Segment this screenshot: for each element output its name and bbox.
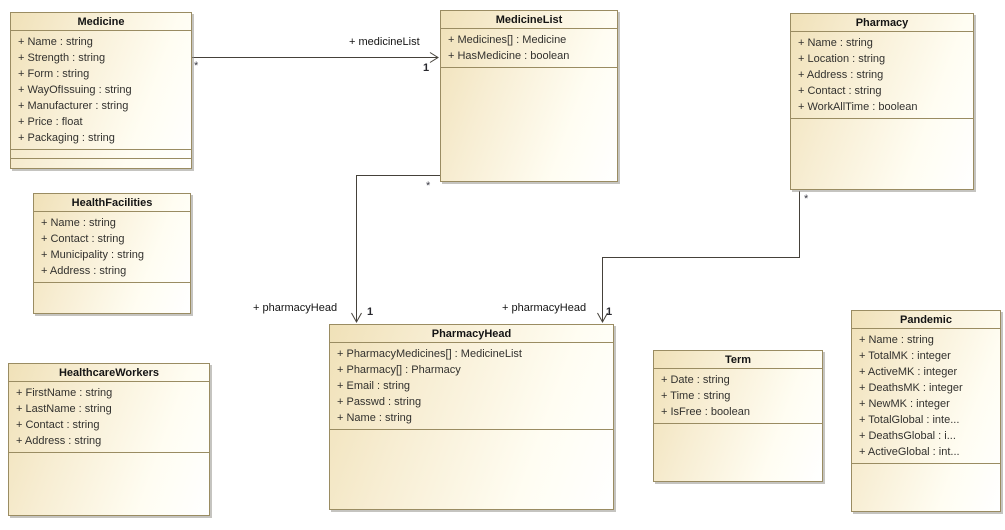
class-pandemic-attributes: + Name : string + TotalMK : integer + Acti… bbox=[852, 329, 1000, 464]
attribute-row: + Name : string bbox=[18, 36, 93, 48]
class-pharmacy-title: Pharmacy bbox=[791, 14, 973, 32]
attribute-row: + WayOfIssuing : string bbox=[18, 84, 132, 96]
association-medicinelist-pharmacyhead[interactable] bbox=[351, 175, 441, 324]
multiplicity-label: * bbox=[194, 60, 199, 72]
attribute-row: + Strength : string bbox=[18, 52, 106, 64]
attribute-row: + LastName : string bbox=[16, 403, 112, 415]
attribute-row: + FirstName : string bbox=[16, 387, 113, 399]
class-pharmacyhead-attributes: + PharmacyMedicines[] : MedicineList + Ph… bbox=[330, 343, 613, 430]
attribute-row: + Address : string bbox=[798, 69, 884, 81]
attribute-row: + TotalGlobal : inte... bbox=[859, 414, 960, 426]
attribute-row: + Name : string bbox=[337, 412, 412, 424]
attribute-row: + TotalMK : integer bbox=[859, 350, 951, 362]
operations-compartment bbox=[34, 283, 190, 313]
class-healthfacilities-attributes: + Name : string + Contact : string + Munic… bbox=[34, 212, 190, 283]
operations-compartment bbox=[852, 464, 1000, 511]
class-medicinelist-attributes: + Medicines[] : Medicine + HasMedicine : … bbox=[441, 29, 617, 68]
attribute-row: + ActiveMK : integer bbox=[859, 366, 958, 378]
class-healthcareworkers-attributes: + FirstName : string + LastName : string +… bbox=[9, 382, 209, 453]
attribute-row: + Municipality : string bbox=[41, 249, 145, 261]
class-medicine[interactable]: Medicine + Name : string + Strength : str… bbox=[10, 12, 192, 169]
operations-compartment bbox=[654, 424, 822, 481]
attribute-row: + Name : string bbox=[41, 217, 116, 229]
class-healthfacilities-title: HealthFacilities bbox=[34, 194, 190, 212]
attribute-row: + Location : string bbox=[798, 53, 886, 65]
operations-compartment bbox=[791, 119, 973, 189]
association-role-label: + pharmacyHead bbox=[253, 302, 338, 314]
attribute-row: + WorkAllTime : boolean bbox=[798, 101, 918, 113]
association-role-label: + medicineList bbox=[349, 36, 420, 48]
class-medicinelist-title: MedicineList bbox=[441, 11, 617, 29]
attribute-row: + HasMedicine : boolean bbox=[448, 50, 570, 62]
attribute-row: + Name : string bbox=[859, 334, 934, 346]
attribute-row: + Address : string bbox=[16, 435, 102, 447]
operations-compartment bbox=[9, 453, 209, 515]
multiplicity-label: 1 bbox=[423, 62, 430, 74]
multiplicity-label: * bbox=[426, 180, 431, 192]
attribute-row: + Manufacturer : string bbox=[18, 100, 129, 112]
class-medicinelist[interactable]: MedicineList + Medicines[] : Medicine + H… bbox=[440, 10, 618, 182]
class-healthfacilities[interactable]: HealthFacilities + Name : string + Contac… bbox=[33, 193, 191, 314]
class-term-attributes: + Date : string + Time : string + IsFree :… bbox=[654, 369, 822, 424]
attribute-row: + Name : string bbox=[798, 37, 873, 49]
attribute-row: + Contact : string bbox=[798, 85, 882, 97]
class-pandemic-title: Pandemic bbox=[852, 311, 1000, 329]
multiplicity-label: 1 bbox=[367, 306, 374, 318]
attribute-row: + Contact : string bbox=[41, 233, 125, 245]
attribute-row: + Pharmacy[] : Pharmacy bbox=[337, 364, 461, 376]
class-pharmacyhead[interactable]: PharmacyHead + PharmacyMedicines[] : Med… bbox=[329, 324, 614, 510]
class-healthcareworkers-title: HealthcareWorkers bbox=[9, 364, 209, 382]
attribute-row: + PharmacyMedicines[] : MedicineList bbox=[337, 348, 522, 360]
attribute-row: + DeathsMK : integer bbox=[859, 382, 963, 394]
class-pharmacy[interactable]: Pharmacy + Name : string + Location : str… bbox=[790, 13, 974, 190]
attribute-row: + Passwd : string bbox=[337, 396, 422, 408]
class-healthcareworkers[interactable]: HealthcareWorkers + FirstName : string+ … bbox=[8, 363, 210, 516]
operations-compartment bbox=[441, 68, 617, 181]
operations-compartment bbox=[11, 150, 191, 159]
attribute-row: + Price : float bbox=[18, 116, 83, 128]
attribute-row: + NewMK : integer bbox=[859, 398, 950, 410]
multiplicity-label: * bbox=[804, 193, 809, 205]
operations-compartment bbox=[330, 430, 613, 509]
class-medicine-attributes: + Name : string + Strength : string + Form… bbox=[11, 31, 191, 150]
attribute-row: + Address : string bbox=[41, 265, 127, 277]
multiplicity-label: 1 bbox=[606, 306, 613, 318]
association-pharmacy-pharmacyhead[interactable] bbox=[597, 191, 800, 324]
attribute-row: + IsFree : boolean bbox=[661, 406, 750, 418]
class-term-title: Term bbox=[654, 351, 822, 369]
class-medicine-title: Medicine bbox=[11, 13, 191, 31]
class-pharmacy-attributes: + Name : string + Location : string + Addr… bbox=[791, 32, 973, 119]
class-pandemic[interactable]: Pandemic + Name : string + TotalMK : inte… bbox=[851, 310, 1001, 512]
attribute-row: + Packaging : string bbox=[18, 132, 115, 144]
class-pharmacyhead-title: PharmacyHead bbox=[330, 325, 613, 343]
class-term[interactable]: Term + Date : string + Time : string + IsF… bbox=[653, 350, 823, 482]
attribute-row: + Contact : string bbox=[16, 419, 100, 431]
attribute-row: + Medicines[] : Medicine bbox=[448, 34, 567, 46]
attribute-row: + DeathsGlobal : i... bbox=[859, 430, 956, 442]
association-role-label: + pharmacyHead bbox=[502, 302, 587, 314]
attribute-row: + Email : string bbox=[337, 380, 411, 392]
attribute-row: + Form : string bbox=[18, 68, 90, 80]
extra-compartment bbox=[11, 159, 191, 168]
attribute-row: + Time : string bbox=[661, 390, 731, 402]
association-medicine-medicinelist[interactable] bbox=[192, 52, 439, 63]
attribute-row: + Date : string bbox=[661, 374, 730, 386]
attribute-row: + ActiveGlobal : int... bbox=[859, 446, 960, 458]
